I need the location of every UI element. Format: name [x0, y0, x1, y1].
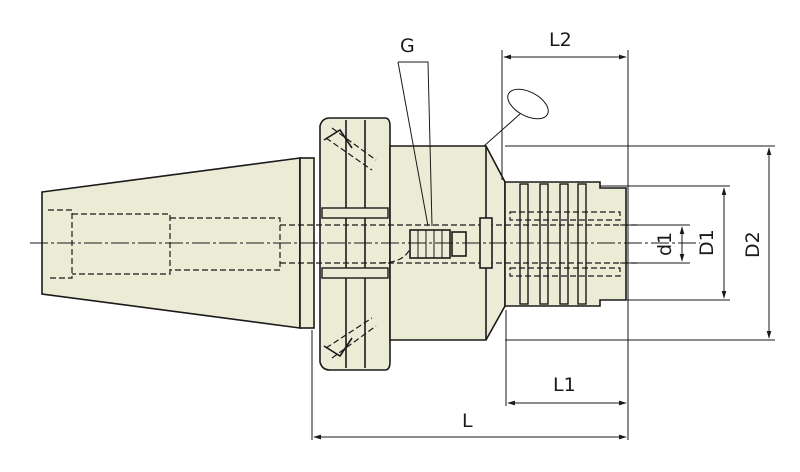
l1-label: L1: [553, 374, 576, 396]
d1-label: d1: [654, 232, 676, 256]
flange-key-bottom: [325, 317, 377, 359]
extension-lines: [311, 50, 775, 440]
nose-bore-top: [509, 211, 621, 221]
nose-bore-bottom: [509, 267, 621, 277]
surface-mark: [507, 88, 549, 120]
l2-label: L2: [549, 29, 572, 51]
D1-label: D1: [696, 229, 718, 256]
g-leader: [398, 61, 433, 227]
flange: [319, 117, 391, 371]
flange-slot-top: [321, 207, 389, 219]
flange-notch-bottom: [323, 337, 353, 358]
l-label: L: [462, 410, 473, 432]
g-screw: [409, 217, 493, 269]
g-label: G: [400, 35, 415, 57]
D2-label: D2: [742, 231, 764, 258]
flange-notch-top: [323, 128, 353, 149]
shank-bore: [48, 209, 640, 279]
flange-slot-bottom: [321, 267, 389, 279]
flange-key-top: [325, 127, 377, 171]
g-leader-line: [397, 61, 429, 227]
nose-grooves: [519, 183, 587, 305]
